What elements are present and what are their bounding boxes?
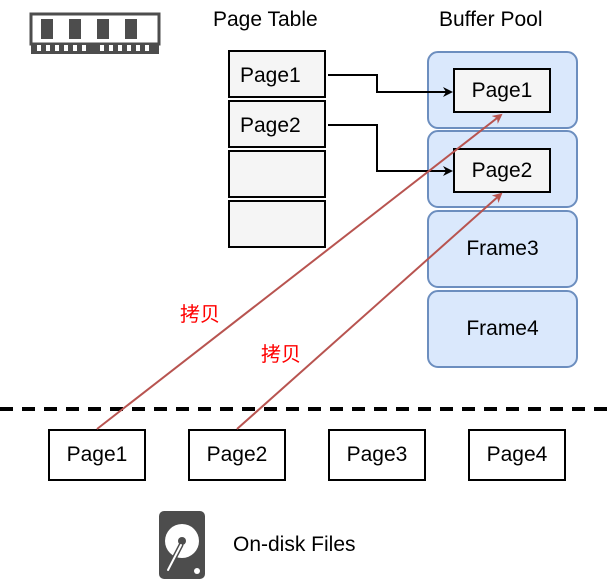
buffer-frame: Frame4 [427, 290, 578, 368]
disk-page: Page1 [48, 429, 146, 481]
buffer-frame-label: Frame3 [466, 237, 539, 260]
copy-arrow-page2 [236, 192, 503, 430]
buffer-frame: Frame3 [427, 210, 578, 288]
page-table-entry-label: Page2 [240, 114, 301, 137]
hard-disk-icon [159, 511, 205, 579]
copy-arrow-page1 [96, 113, 503, 430]
buffer-frame: Page2 [427, 130, 578, 208]
copy-label: 拷贝 [180, 302, 220, 326]
buffer-frame-page: Page1 [453, 68, 551, 113]
page-table-heading: Page Table [213, 8, 318, 31]
mapping-arrow-page1 [328, 74, 453, 97]
memory-chip-icon [29, 12, 161, 54]
buffer-frame-label: Frame4 [466, 317, 539, 340]
mapping-arrow-page2 [328, 124, 453, 176]
disk-page: Page3 [328, 429, 426, 481]
page-table-entry [228, 200, 326, 248]
page-table-entry: Page1 [228, 50, 326, 98]
on-disk-files-label: On-disk Files [233, 533, 356, 556]
buffer-frame-page: Page2 [453, 148, 551, 193]
buffer-pool-heading: Buffer Pool [439, 8, 543, 31]
copy-label: 拷贝 [261, 342, 301, 366]
page-table-entry: Page2 [228, 100, 326, 148]
disk-page: Page4 [468, 429, 566, 481]
disk-page: Page2 [188, 429, 286, 481]
page-table-entry-label: Page1 [240, 64, 301, 87]
page-table-entry [228, 150, 326, 198]
